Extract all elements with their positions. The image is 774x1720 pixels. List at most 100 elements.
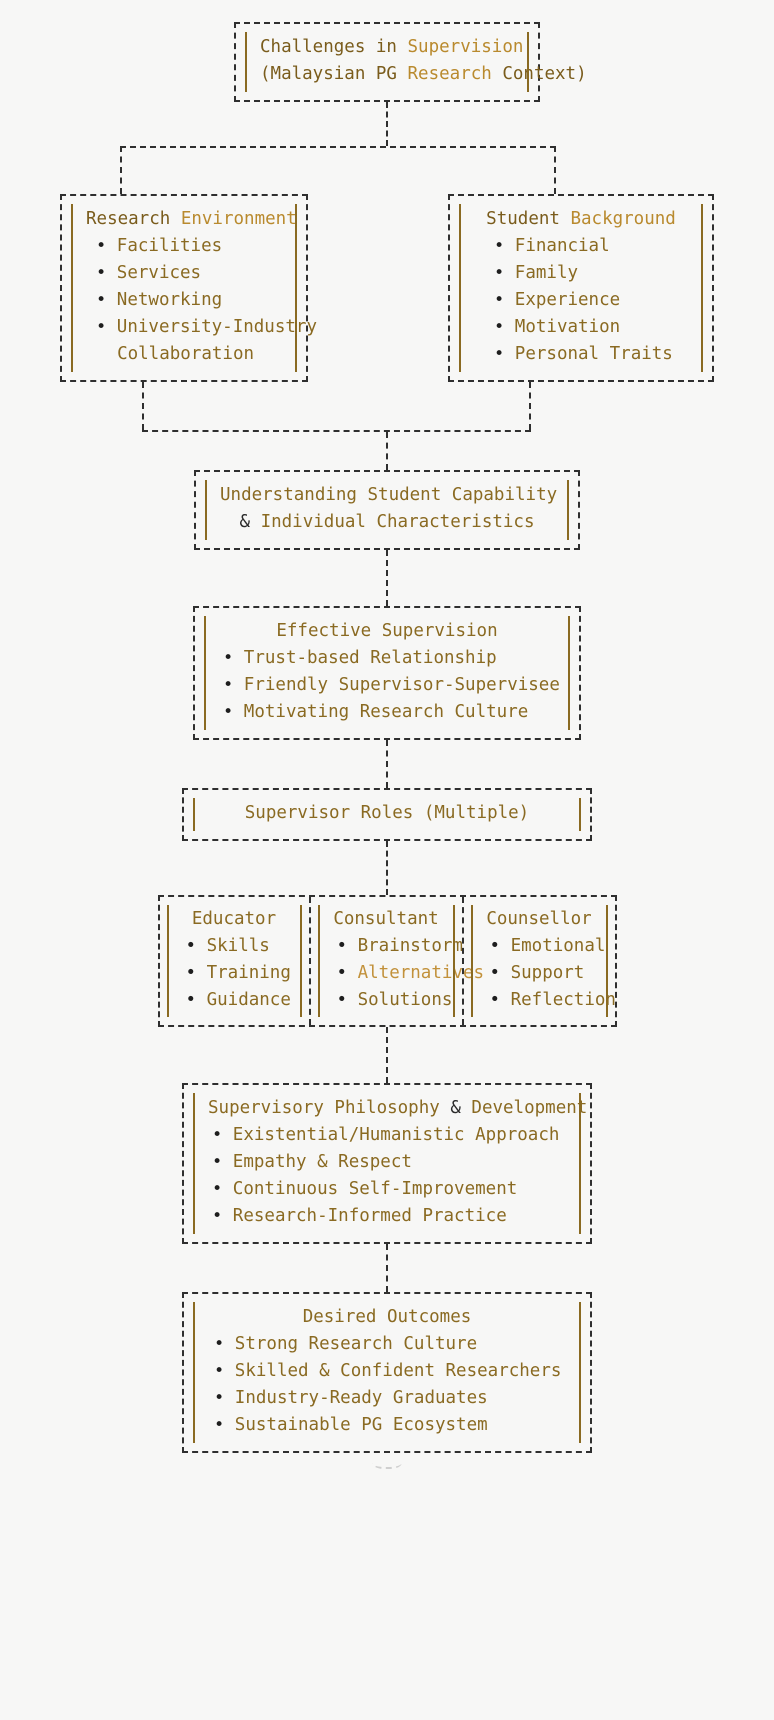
node-supervisor-roles[interactable]: Supervisor Roles (Multiple) — [182, 788, 592, 841]
flowchart-diagram: Challenges in Supervision (Malaysian PG … — [0, 22, 774, 1469]
table-row: • Skills — [185, 936, 270, 956]
node-student-background[interactable]: Student Background • Financial • Family … — [448, 194, 714, 382]
bullet-icon: • — [494, 317, 505, 337]
bullet-icon: • — [214, 1361, 225, 1381]
bullet-icon: • — [96, 290, 107, 310]
bullet-icon: • — [494, 344, 505, 364]
connector-to-supervisor-roles — [386, 740, 388, 788]
table-row: • Alternatives — [336, 963, 485, 983]
research-environment-title: Research Environment — [86, 209, 297, 229]
list-item: • Networking — [96, 290, 223, 310]
bullet-icon: • — [494, 236, 505, 256]
bullet-icon: • — [494, 290, 505, 310]
bullet-icon: • — [489, 936, 501, 956]
box-rail-left — [245, 32, 247, 92]
list-item: • Experience — [494, 290, 621, 310]
list-item-continuation: Collaboration — [117, 344, 255, 364]
connector-to-understanding — [386, 432, 388, 470]
box-rail-left — [193, 798, 195, 831]
list-item: • University-Industry — [96, 317, 317, 337]
bullet-icon: • — [214, 1334, 225, 1354]
list-item: • Industry-Ready Graduates — [214, 1388, 488, 1408]
list-item: • Existential/Humanistic Approach — [212, 1125, 560, 1145]
list-item: • Skilled & Confident Researchers — [214, 1361, 562, 1381]
connector-branch-right-1 — [554, 146, 556, 194]
node-research-environment[interactable]: Research Environment • Facilities • Serv… — [60, 194, 317, 382]
connector-to-outcomes — [386, 1244, 388, 1292]
diagram-bottom-stub — [372, 1453, 402, 1469]
row-environment-background: Research Environment • Facilities • Serv… — [0, 194, 774, 382]
bullet-icon: • — [214, 1388, 225, 1408]
node-understanding-student-capability[interactable]: Understanding Student Capability & Indiv… — [194, 470, 580, 550]
box-rail-left — [459, 204, 461, 372]
bullet-icon: • — [185, 936, 197, 956]
connector-root-down — [386, 102, 388, 146]
column-header: Consultant — [333, 909, 439, 929]
box-rail-right — [605, 905, 608, 1017]
bullet-icon: • — [212, 1152, 223, 1172]
understanding-line-2: & Individual Characteristics — [239, 512, 535, 532]
box-rail-right — [701, 204, 703, 372]
connector-hbar-2 — [142, 430, 531, 432]
connector-merge-row2 — [0, 382, 774, 432]
list-item: • Trust-based Relationship — [223, 648, 497, 668]
bullet-icon: • — [96, 236, 107, 256]
column-header: Educator — [191, 909, 277, 929]
bullet-icon: • — [214, 1415, 225, 1435]
bullet-icon: • — [223, 675, 234, 695]
connector-split-row1 — [0, 146, 774, 194]
philosophy-title: Supervisory Philosophy & Development — [208, 1098, 588, 1118]
box-rail-right — [567, 480, 569, 540]
box-rail-right — [295, 204, 297, 372]
box-rail-right — [299, 905, 302, 1017]
node-supervisory-philosophy[interactable]: Supervisory Philosophy & Development • E… — [182, 1083, 592, 1244]
list-item: • Financial — [494, 236, 610, 256]
box-rail-right — [527, 32, 529, 92]
node-desired-outcomes[interactable]: Desired Outcomes • Strong Research Cultu… — [182, 1292, 592, 1469]
connector-branch-left-2 — [142, 382, 144, 430]
box-rail-left — [71, 204, 73, 372]
connector-to-roles-table — [386, 841, 388, 895]
bullet-icon: • — [336, 963, 348, 983]
list-item: • Sustainable PG Ecosystem — [214, 1415, 488, 1435]
student-background-title: Student Background — [486, 209, 676, 229]
supervisor-roles-title: Supervisor Roles (Multiple) — [244, 803, 530, 823]
bullet-icon: • — [185, 963, 197, 983]
list-item: • Friendly Supervisor-Supervisee — [223, 675, 560, 695]
node-effective-supervision[interactable]: Effective Supervision • Trust-based Rela… — [193, 606, 581, 740]
table-row: • Support — [489, 963, 585, 983]
bullet-icon: • — [185, 990, 197, 1010]
table-row: • Training — [185, 963, 291, 983]
bullet-icon: • — [336, 936, 348, 956]
understanding-line-1: Understanding Student Capability — [220, 485, 558, 505]
box-rail-left — [205, 480, 207, 540]
list-item: • Empathy & Respect — [212, 1152, 412, 1172]
table-row: • Reflection — [489, 990, 616, 1010]
effective-supervision-title: Effective Supervision — [276, 621, 498, 641]
box-rail-right — [579, 798, 581, 831]
list-item: • Services — [96, 263, 202, 283]
box-rail-left — [193, 1302, 195, 1443]
list-item: • Facilities — [96, 236, 223, 256]
table-supervisor-roles[interactable]: Educator • Skills • Training • Guidance … — [157, 895, 617, 1027]
box-rail-right — [452, 905, 455, 1017]
bullet-icon: • — [489, 963, 501, 983]
roles-column-consultant[interactable]: Consultant • Brainstorm • Alternatives •… — [308, 897, 485, 1025]
bullet-icon: • — [223, 702, 234, 722]
bullet-icon: • — [336, 990, 348, 1010]
node-challenges-in-supervision[interactable]: Challenges in Supervision (Malaysian PG … — [234, 22, 587, 102]
bullet-icon: • — [96, 263, 107, 283]
box-rail-left — [204, 616, 206, 730]
bullet-icon: • — [96, 317, 107, 337]
list-item: • Motivating Research Culture — [223, 702, 529, 722]
box-rail-left — [193, 1093, 195, 1234]
bullet-icon: • — [212, 1206, 223, 1226]
box-rail-right — [568, 616, 570, 730]
box-rail-right — [579, 1093, 581, 1234]
roles-column-counsellor[interactable]: Counsellor • Emotional • Support • Refle… — [461, 897, 616, 1025]
table-row: • Guidance — [185, 990, 291, 1010]
roles-column-educator[interactable]: Educator • Skills • Training • Guidance — [160, 897, 309, 1025]
connector-hbar-1 — [120, 146, 556, 148]
list-item: • Research-Informed Practice — [212, 1206, 507, 1226]
bullet-icon: • — [494, 263, 505, 283]
